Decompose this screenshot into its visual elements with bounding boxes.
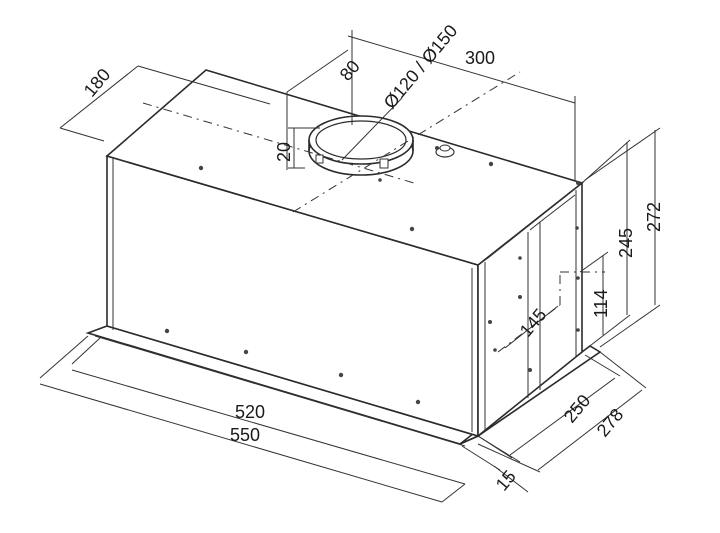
dim-300-label: 300 — [465, 48, 495, 68]
dim-520: 520 — [71, 337, 466, 485]
dim-20: 20 — [274, 127, 320, 169]
dim-245-label: 245 — [616, 228, 636, 258]
dim-550: 550 — [39, 335, 466, 503]
dim-114-label: 114 — [591, 289, 611, 318]
dim-250-label: 250 — [560, 391, 595, 427]
dim-520-label: 520 — [235, 402, 265, 422]
cable-gland-icon — [435, 144, 455, 158]
screw-holes — [164, 161, 580, 405]
dim-300: 300 — [347, 30, 576, 180]
dim-245: 245 — [581, 139, 636, 353]
dim-114: 114 — [579, 251, 611, 335]
dim-15-label: 15 — [492, 466, 520, 494]
dim-diameter-label: Ø120 / Ø150 — [380, 21, 462, 113]
dim-550-label: 550 — [230, 425, 260, 445]
dim-278-label: 278 — [593, 405, 628, 441]
duct-collar-icon — [308, 115, 414, 176]
dim-180-label: 180 — [80, 65, 115, 101]
dim-272: 272 — [584, 127, 664, 348]
dim-80-label: 80 — [336, 56, 364, 84]
dim-272-label: 272 — [644, 202, 664, 232]
dim-20-label: 20 — [274, 142, 294, 162]
dim-15: 15 — [461, 435, 529, 495]
